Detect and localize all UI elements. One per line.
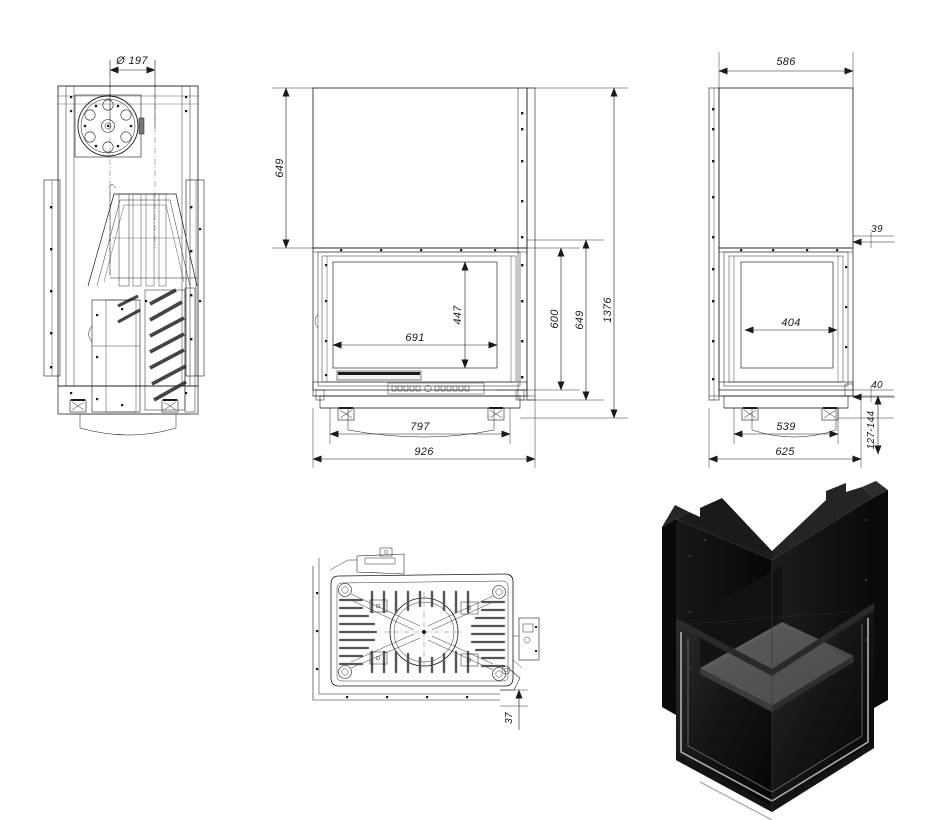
dim-label-opening-top: 649 bbox=[574, 310, 586, 329]
bottom-view-top-bracket bbox=[329, 547, 405, 575]
dim-label-total-height: 1376 bbox=[602, 297, 614, 323]
top-view-right-fasteners bbox=[190, 206, 202, 341]
dim-label-front-upper-height: 649 bbox=[274, 158, 286, 177]
dim-label-glass-width: 691 bbox=[405, 332, 424, 344]
front-view-glass-pane bbox=[332, 261, 498, 369]
bottom-view-grate-plate bbox=[330, 573, 514, 687]
render-right-pilaster bbox=[874, 490, 888, 708]
dim-label-front-offset: 39 bbox=[871, 224, 883, 235]
render-top-crown-right bbox=[772, 483, 874, 560]
top-view-base bbox=[57, 385, 199, 436]
render-lintel bbox=[676, 603, 874, 676]
side-view-foot-left bbox=[741, 407, 759, 421]
side-view: 586 39 404 40 539 625 bbox=[708, 52, 895, 468]
dim-label-overall-depth: 625 bbox=[775, 446, 795, 458]
front-view-foot-left bbox=[337, 407, 355, 421]
render-top-crown-left bbox=[676, 498, 772, 560]
side-view-left-fasteners bbox=[712, 108, 715, 381]
dim-label-leg-height-range: 127-144 bbox=[866, 410, 877, 449]
top-view-foot-left bbox=[69, 399, 87, 413]
render-base-plinth bbox=[676, 742, 874, 812]
bottom-view-corner-bosses bbox=[338, 583, 506, 681]
dim-label-flue-diameter: Ø 197 bbox=[115, 55, 148, 67]
dim-label-body-depth: 586 bbox=[776, 56, 796, 68]
bottom-view-dimensions: 37 bbox=[500, 689, 528, 730]
top-view-left-fasteners bbox=[50, 206, 53, 369]
front-view-foot-right bbox=[487, 407, 505, 421]
top-view-baffle-fins bbox=[117, 287, 196, 413]
side-view-dimensions: 586 39 404 40 539 625 bbox=[708, 52, 895, 468]
dim-label-glass-height: 447 bbox=[452, 305, 464, 325]
dim-label-opening-height: 600 bbox=[549, 309, 561, 329]
side-view-glass-pane bbox=[740, 261, 834, 369]
top-view: Ø 197 bbox=[43, 55, 205, 436]
render-left-pilaster bbox=[662, 519, 676, 715]
render-glass-frame-highlight bbox=[680, 618, 869, 802]
dim-label-base-depth: 539 bbox=[776, 421, 795, 433]
dim-label-body-width: 797 bbox=[410, 421, 430, 433]
render-right-pilaster-top bbox=[862, 481, 888, 497]
top-view-deflector bbox=[87, 183, 198, 287]
dim-label-overall-width: 926 bbox=[414, 446, 434, 458]
render-view bbox=[662, 481, 888, 820]
dim-label-glass-depth: 404 bbox=[781, 317, 800, 329]
top-view-foot-right bbox=[161, 399, 179, 413]
render-rivets bbox=[688, 518, 868, 670]
dim-label-base-offset: 40 bbox=[871, 380, 883, 391]
front-view: 649 447 691 600 649 1376 bbox=[272, 87, 628, 468]
front-view-right-fasteners bbox=[521, 112, 524, 379]
render-handle bbox=[699, 781, 773, 820]
top-view-casing-fasteners bbox=[70, 96, 188, 395]
dim-label-edge-offset: 37 bbox=[504, 712, 515, 724]
front-view-dimensions: 649 447 691 600 649 1376 bbox=[272, 87, 628, 468]
render-grate-ribs bbox=[722, 636, 800, 679]
bottom-view: 37 bbox=[312, 547, 540, 730]
